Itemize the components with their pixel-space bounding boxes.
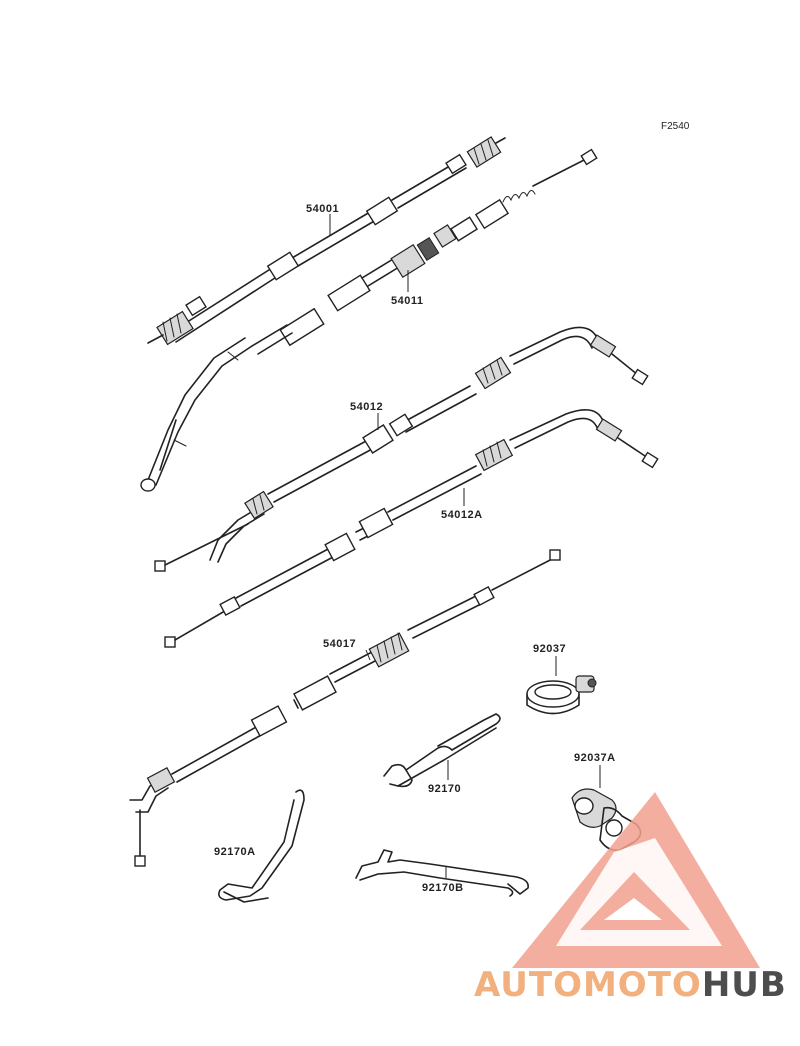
cable-54001[interactable]	[147, 136, 506, 346]
label-92170A: 92170A	[214, 846, 256, 858]
cable-54012[interactable]	[154, 326, 649, 572]
watermark-text-primary: AUTOMOTO	[474, 965, 702, 1005]
cable-54017[interactable]	[129, 549, 561, 867]
label-54017: 54017	[323, 638, 356, 650]
clip-92170[interactable]	[383, 713, 501, 788]
label-54012: 54012	[350, 401, 383, 413]
clip-92170A[interactable]	[218, 789, 305, 903]
label-54011: 54011	[391, 295, 423, 307]
label-92037A: 92037A	[574, 752, 616, 764]
label-92037: 92037	[533, 643, 566, 655]
watermark-text: AUTOMOTOHUB	[474, 965, 787, 1005]
watermark-logo	[512, 792, 760, 968]
label-92170B: 92170B	[422, 882, 464, 894]
cable-54012A[interactable]	[164, 408, 659, 648]
cable-54011[interactable]	[140, 148, 598, 492]
label-54001: 54001	[306, 203, 339, 215]
clip-92170B[interactable]	[355, 849, 529, 897]
watermark-text-hub: HUB	[702, 965, 787, 1005]
label-92170: 92170	[428, 783, 461, 795]
label-54012A: 54012A	[441, 509, 483, 521]
clamp-92037[interactable]	[526, 675, 597, 715]
figure-code: F2540	[661, 121, 690, 132]
clamp-92037A[interactable]	[571, 788, 642, 852]
